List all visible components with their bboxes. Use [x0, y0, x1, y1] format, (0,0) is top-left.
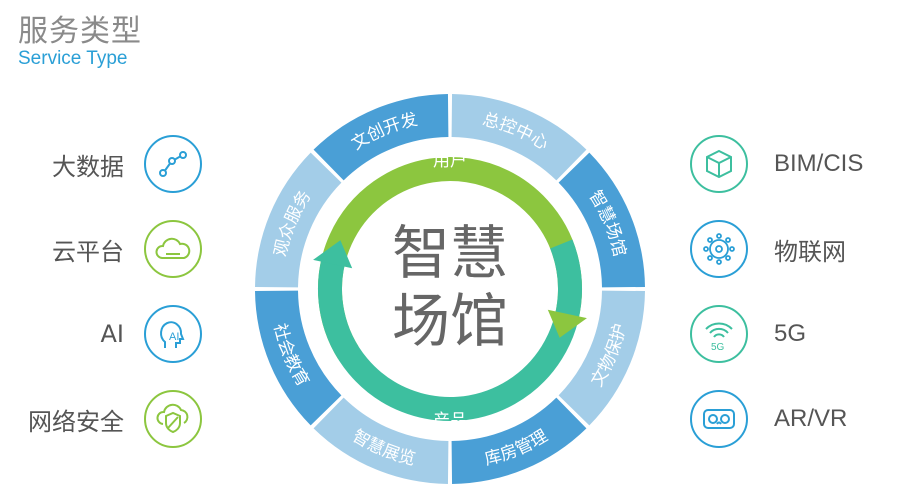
svg-text:AI: AI: [169, 331, 179, 343]
page-subtitle: Service Type: [18, 48, 128, 69]
feature-label: 5G: [774, 320, 807, 347]
center-title-line2: 场馆: [392, 287, 508, 355]
feature-label: 物联网: [774, 238, 846, 266]
feature-5g[interactable]: 5G 5G: [690, 305, 806, 363]
ring-segment: [255, 152, 342, 288]
cube-icon: [690, 135, 748, 193]
wifi-5g-icon: 5G: [690, 305, 748, 363]
feature-big-data[interactable]: 大数据: [14, 135, 202, 193]
feature-network-security[interactable]: 网络安全: [14, 390, 202, 448]
center-title-line1: 智慧: [392, 219, 508, 287]
product-arrow: [313, 240, 353, 269]
ring-segment: [255, 290, 342, 426]
feature-bim-cis[interactable]: BIM/CIS: [690, 135, 863, 193]
feature-label: BIM/CIS: [774, 150, 864, 177]
feature-ai[interactable]: AI AI: [14, 305, 202, 363]
feature-iot[interactable]: 物联网: [690, 220, 846, 278]
ring-segment: [558, 152, 645, 288]
shield-cloud-icon: [144, 390, 202, 448]
ring-segment: [558, 290, 645, 426]
feature-label: 大数据: [52, 152, 124, 181]
feature-label: AI: [100, 320, 125, 348]
vr-goggles-icon: [690, 390, 748, 448]
ring-segment: [313, 94, 449, 181]
feature-cloud-platform[interactable]: 云平台: [14, 220, 202, 278]
ring-segment: [451, 397, 587, 484]
outer-ring-segments: [255, 94, 645, 484]
user-arrow: [547, 309, 587, 338]
feature-ar-vr[interactable]: AR/VR: [690, 390, 847, 448]
page-title: 服务类型: [18, 14, 142, 49]
product-label: 产品: [433, 411, 467, 431]
cloud-icon: [144, 220, 202, 278]
feature-label: AR/VR: [774, 405, 848, 432]
product-arc: [318, 239, 582, 421]
user-label: 用户: [433, 151, 467, 171]
ring-segment: [313, 397, 449, 484]
ring-segment: [451, 94, 587, 181]
network-nodes-icon: [144, 135, 202, 193]
iot-hub-icon: [690, 220, 748, 278]
5g-badge: 5G: [711, 342, 725, 352]
feature-label: 网络安全: [28, 407, 124, 436]
ai-head-icon: AI: [144, 305, 202, 363]
feature-label: 云平台: [52, 237, 124, 266]
